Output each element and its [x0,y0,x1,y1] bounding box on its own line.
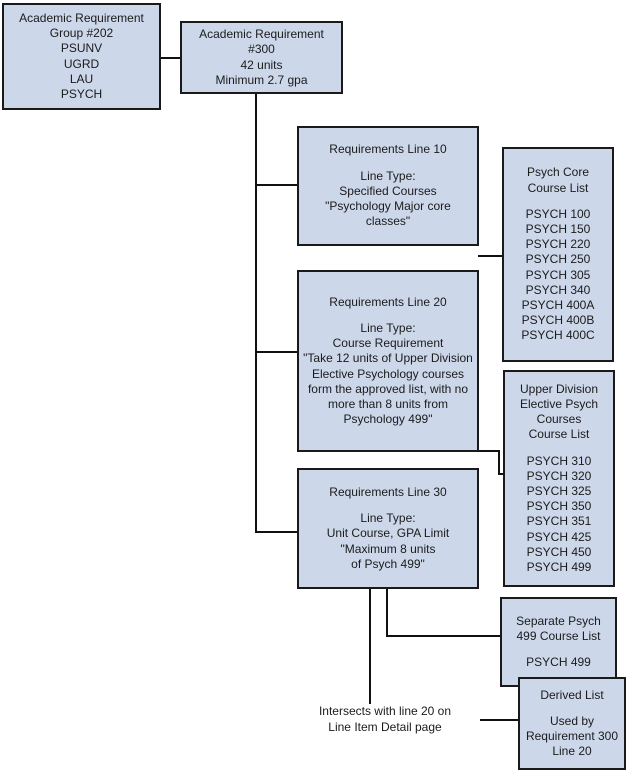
psych-core-heading-2: Course List [527,180,589,195]
separate-499-heading-1: Separate Psych [516,613,601,628]
intersects-note-line-2: Line Item Detail page [328,719,442,734]
upper-division-heading-4: Course List [528,427,590,442]
line10-heading: Requirements Line 10 [329,142,447,157]
edge-line20-to-upper-division-step [498,450,500,475]
upper-division-course: PSYCH 350 [526,499,592,514]
derived-list-body-2: Requirement 300 [525,729,619,743]
req300-line-3: 42 units [240,57,283,72]
intersects-line-20-note: Intersects with line 20 on Line Item Det… [290,704,480,735]
upper-division-course: PSYCH 320 [526,468,592,483]
group-line-6: PSYCH [60,86,103,101]
req300-line-1: Academic Requirement [199,27,324,42]
psych-core-course: PSYCH 400A [521,298,595,312]
upper-division-course: PSYCH 310 [526,453,592,468]
line30-type-label: Line Type: [360,511,416,526]
psych-core-course: PSYCH 400C [521,328,595,343]
group-line-1: Academic Requirement [19,10,144,25]
line30-type-value: Unit Course, GPA Limit [326,526,450,541]
edge-trunk-to-line20 [255,351,299,353]
upper-division-course: PSYCH 325 [526,484,592,498]
line10-description: "Psychology Major core classes" [325,199,451,229]
req300-line-4: Minimum 2.7 gpa [215,72,308,87]
edge-line20-to-upper-division-a [478,450,500,452]
requirements-line-20-node[interactable]: Requirements Line 20 Line Type: Course R… [297,270,479,452]
edge-trunk-to-line30 [255,531,299,533]
edge-line30-to-sep499-across [386,635,502,637]
edge-req300-trunk [255,93,257,533]
line20-description: "Take 12 units of Upper Division Electiv… [303,351,473,427]
derived-list-node[interactable]: Derived List Used by Requirement 300 Lin… [518,677,626,770]
edge-group-to-req300 [160,57,182,59]
upper-division-heading-1: Upper Division [519,381,599,396]
derived-list-body-3: Line 20 [552,744,592,759]
psych-core-course: PSYCH 250 [525,252,591,267]
psych-core-course: PSYCH 305 [525,267,591,282]
requirements-line-30-node[interactable]: Requirements Line 30 Line Type: Unit Cou… [297,468,479,589]
edge-line30-to-note [369,588,371,706]
upper-division-heading-3: Courses [536,412,582,427]
separate-499-heading-2: 499 Course List [516,628,601,643]
separate-499-course: PSYCH 499 [526,655,591,670]
intersects-note-line-1: Intersects with line 20 on [318,704,452,718]
upper-division-course: PSYCH 351 [526,514,592,529]
line10-type-value: Specified Courses [339,183,437,198]
upper-division-course: PSYCH 425 [526,529,592,544]
line20-type-value: Course Requirement [332,336,444,351]
upper-division-course: PSYCH 450 [526,544,592,559]
line20-heading: Requirements Line 20 [329,294,447,309]
psych-core-course-list-node[interactable]: Psych Core Course List PSYCH 100 PSYCH 1… [502,147,614,362]
derived-list-body-1: Used by [549,713,595,728]
psych-core-course: PSYCH 340 [525,282,591,297]
academic-requirement-group-node[interactable]: Academic Requirement Group #202 PSUNV UG… [2,3,161,110]
group-line-3: PSUNV [60,41,103,56]
group-line-5: LAU [69,71,94,86]
edge-line30-to-sep499-down [386,588,388,637]
upper-division-course-list-node[interactable]: Upper Division Elective Psych Courses Co… [503,370,615,587]
separate-psych-499-course-list-node[interactable]: Separate Psych 499 Course List PSYCH 499 [500,597,617,687]
line10-type-label: Line Type: [360,168,416,183]
line30-description-2: of Psych 499" [351,556,425,571]
line30-heading: Requirements Line 30 [329,484,447,499]
line20-type-label: Line Type: [360,320,416,335]
req300-line-2: #300 [248,42,275,57]
edge-trunk-to-line10 [255,184,299,186]
line30-description-1: "Maximum 8 units [340,541,436,556]
academic-requirement-300-node[interactable]: Academic Requirement #300 42 units Minim… [180,21,343,94]
psych-core-course: PSYCH 400B [521,313,595,328]
upper-division-course: PSYCH 499 [526,560,592,575]
group-line-4: UGRD [63,56,100,71]
edge-line10-to-psych-core-list [478,255,504,257]
derived-list-heading: Derived List [540,687,604,702]
group-line-2: Group #202 [49,26,114,41]
psych-core-course: PSYCH 220 [525,237,591,252]
upper-division-heading-2: Elective Psych [519,396,599,411]
psych-core-course: PSYCH 150 [525,221,591,236]
psych-core-heading-1: Psych Core [526,165,590,180]
requirements-line-10-node[interactable]: Requirements Line 10 Line Type: Specifie… [297,126,479,246]
psych-core-course: PSYCH 100 [525,206,591,221]
edge-line20-to-upper-division-b [498,473,506,475]
